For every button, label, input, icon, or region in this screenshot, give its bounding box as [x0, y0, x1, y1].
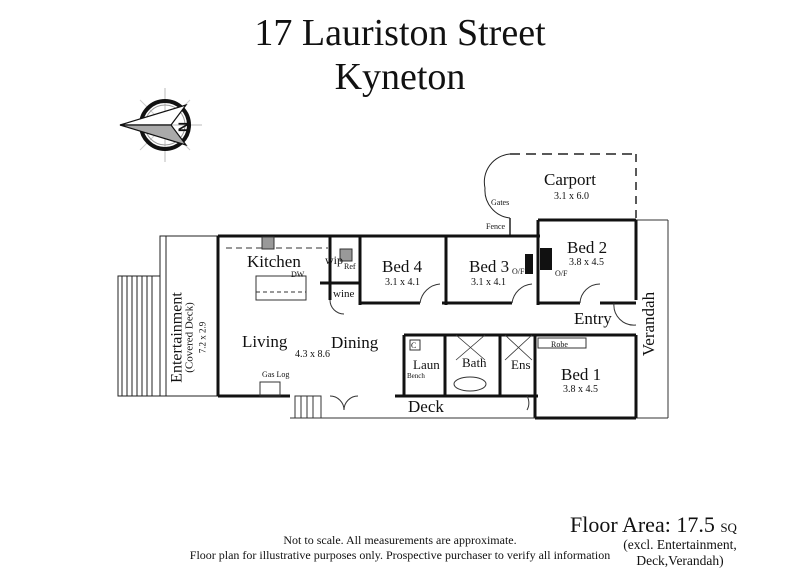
floor-area-exclusions: (excl. Entertainment, Deck,Verandah) — [600, 537, 760, 569]
bed1-dimensions: 3.8 x 4.5 — [563, 384, 598, 395]
address-line-1: 17 Lauriston Street — [254, 12, 546, 54]
fence-label: Fence — [486, 222, 506, 231]
ensuite-label: Ens — [511, 357, 531, 372]
laundry-cupboard-label: C — [411, 341, 417, 350]
bed3-label: Bed 3 — [469, 257, 510, 276]
bench-label: Bench — [407, 372, 425, 380]
address-line-2: Kyneton — [334, 56, 466, 98]
entertainment-label: Entertainment (Covered Deck) 7.2 x 2.9 — [168, 278, 210, 398]
bed2-label: Bed 2 — [567, 238, 608, 257]
floor-area: Floor Area: 17.5 SQ — [570, 512, 737, 538]
kitchen-label: Kitchen — [247, 252, 301, 271]
bed3-dimensions: 3.1 x 4.1 — [471, 277, 506, 288]
gates-label: Gates — [491, 198, 510, 207]
floor-area-unit: SQ — [720, 520, 737, 535]
bed4-label: Bed 4 — [382, 257, 423, 276]
verandah-label: Verandah — [639, 291, 659, 357]
bed1-label: Bed 1 — [561, 365, 602, 384]
bed4-dimensions: 3.1 x 4.1 — [385, 277, 420, 288]
laundry-label: Laun — [413, 357, 440, 372]
dishwasher-label: DW — [291, 270, 305, 279]
dining-label: Dining — [331, 333, 379, 352]
bed2-dimensions: 3.8 x 4.5 — [569, 257, 604, 268]
disclaimer: Not to scale. All measurements are appro… — [170, 533, 630, 563]
living-dimensions: 4.3 x 8.6 — [295, 349, 330, 360]
gas-log-label: Gas Log — [262, 370, 290, 379]
svg-text:N: N — [175, 122, 191, 132]
compass-icon: N — [119, 88, 202, 162]
wip-label: wip — [325, 253, 343, 267]
carport-label: Carport — [544, 170, 596, 189]
entry-label: Entry — [574, 309, 612, 328]
robe-label: Robe — [551, 340, 568, 349]
exclusions-line-1: (excl. Entertainment, — [623, 537, 737, 552]
disclaimer-line-1: Not to scale. All measurements are appro… — [283, 533, 517, 547]
disclaimer-line-2: Floor plan for illustrative purposes onl… — [189, 548, 611, 562]
wine-label: wine — [333, 288, 355, 300]
floor-area-value: Floor Area: 17.5 — [570, 512, 715, 537]
open-fire-label-left: O/F — [512, 267, 525, 276]
bath-label: Bath — [462, 355, 487, 370]
fridge-label: Ref — [344, 262, 356, 271]
living-label: Living — [242, 332, 288, 351]
exclusions-line-2: Deck,Verandah) — [636, 553, 724, 568]
deck-label: Deck — [408, 397, 444, 416]
entertainment-dimensions: 7.2 x 2.9 — [197, 321, 208, 354]
carport-dimensions: 3.1 x 6.0 — [554, 191, 589, 202]
entertainment-name: Entertainment — [168, 292, 186, 383]
open-fire-label-right: O/F — [555, 269, 568, 278]
